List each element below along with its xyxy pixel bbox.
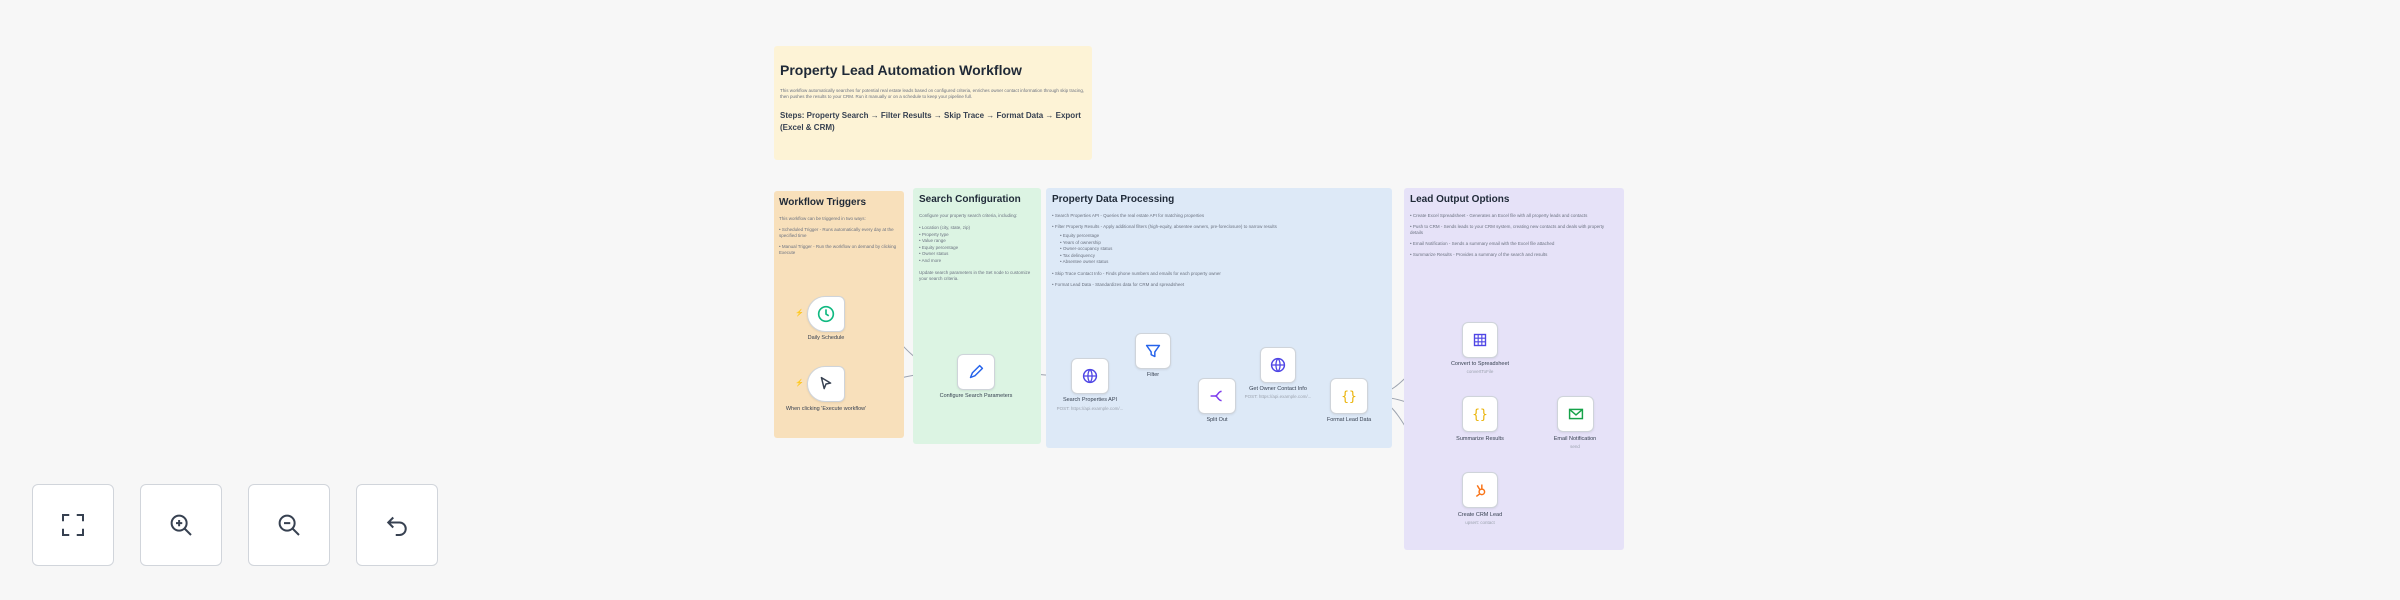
node-search-properties-api[interactable]	[1071, 358, 1109, 394]
node-subtitle: convertToFile	[1466, 369, 1494, 374]
zoom-in-button[interactable]	[140, 484, 222, 566]
list-item: Years of ownership	[1060, 240, 1386, 247]
node-convert-spreadsheet[interactable]	[1462, 322, 1498, 358]
svg-text:{}: {}	[1341, 390, 1356, 405]
node-manual-trigger[interactable]	[807, 366, 845, 402]
node-label: Daily Schedule	[807, 335, 845, 341]
workflow-title: Property Lead Automation Workflow	[780, 62, 1022, 78]
workflow-steps: Steps: Property Search → Filter Results …	[780, 111, 1081, 132]
search-criteria-list: Location (city, state, zip) Property typ…	[919, 225, 1035, 264]
filter-icon	[1145, 344, 1161, 358]
node-label: Filter	[1146, 372, 1160, 378]
node-label: Get Owner Contact Info	[1249, 386, 1307, 392]
node-label: Convert to Spreadsheet	[1450, 361, 1510, 367]
undo-button[interactable]	[356, 484, 438, 566]
output-item: Summarize Results - Provides a summary o…	[1410, 252, 1618, 258]
output-item: Email Notification - Sends a summary ema…	[1410, 241, 1618, 247]
output-item: Create Excel Spreadsheet - Generates an …	[1410, 213, 1618, 219]
node-label: When clicking 'Execute workflow'	[785, 406, 867, 412]
node-subtitle: upsert: contact	[1465, 520, 1495, 525]
node-label: Format Lead Data	[1326, 417, 1372, 423]
node-summarize-results[interactable]: {}	[1462, 396, 1498, 432]
node-email-notification[interactable]	[1557, 396, 1594, 432]
node-subtitle: POST: https://api.example.com/...	[1056, 406, 1124, 411]
code-braces-icon: {}	[1472, 408, 1487, 423]
pencil-icon	[969, 364, 984, 379]
list-item: Owner-occupancy status	[1060, 246, 1386, 253]
search-sticky-note[interactable]: Search Configuration Configure your prop…	[913, 188, 1041, 444]
clock-icon	[817, 305, 835, 323]
triggers-title: Workflow Triggers	[779, 197, 867, 208]
processing-item: Search Properties API - Queries the real…	[1052, 213, 1386, 219]
search-title: Search Configuration	[919, 194, 1021, 205]
filter-criteria-list: Equity percentage Years of ownership Own…	[1060, 233, 1386, 266]
zoom-out-icon	[278, 514, 300, 536]
node-split-out[interactable]	[1198, 378, 1236, 414]
list-item: Value range	[919, 238, 1035, 245]
hubspot-icon	[1475, 484, 1486, 498]
list-item: And more	[919, 258, 1035, 265]
list-item: Equity percentage	[1060, 233, 1386, 240]
list-item: Location (city, state, zip)	[919, 225, 1035, 232]
workflow-description: This workflow automatically searches for…	[780, 88, 1085, 99]
list-item: Property type	[919, 232, 1035, 239]
trigger-bolt-icon: ⚡	[795, 380, 804, 387]
undo-icon	[386, 516, 407, 536]
zoom-to-fit-button[interactable]	[32, 484, 114, 566]
triggers-item: Manual Trigger - Run the workflow on dem…	[779, 244, 899, 256]
code-braces-icon: {}	[1341, 390, 1356, 405]
globe-icon	[1270, 357, 1286, 373]
node-configure-search[interactable]	[957, 354, 995, 390]
output-title: Lead Output Options	[1410, 194, 1510, 205]
svg-text:{}: {}	[1472, 408, 1487, 423]
node-subtitle: send	[1570, 444, 1580, 449]
list-item: Absentee owner status	[1060, 259, 1386, 266]
output-sticky-note[interactable]: Lead Output Options Create Excel Spreads…	[1404, 188, 1624, 550]
node-filter[interactable]	[1135, 333, 1171, 369]
cursor-click-icon	[820, 376, 832, 390]
globe-icon	[1082, 368, 1098, 384]
node-create-crm-lead[interactable]	[1462, 472, 1498, 508]
zoom-to-fit-icon	[62, 514, 84, 536]
search-note: Update search parameters in the Set node…	[919, 270, 1031, 281]
trigger-bolt-icon: ⚡	[795, 310, 804, 317]
processing-item: Format Lead Data - Standardizes data for…	[1052, 282, 1386, 288]
zoom-in-icon	[170, 514, 192, 536]
node-label: Create CRM Lead	[1457, 512, 1503, 518]
node-label: Configure Search Parameters	[939, 393, 1013, 399]
triggers-intro: This workflow can be triggered in two wa…	[779, 216, 866, 221]
node-label: Split Out	[1206, 417, 1228, 423]
node-label: Email Notification	[1553, 436, 1597, 442]
email-icon	[1568, 408, 1583, 420]
table-icon	[1473, 333, 1487, 347]
zoom-out-button[interactable]	[248, 484, 330, 566]
node-format-lead-data[interactable]: {}	[1330, 378, 1368, 414]
triggers-item: Scheduled Trigger - Runs automatically e…	[779, 227, 899, 239]
node-daily-schedule[interactable]	[807, 296, 845, 332]
node-subtitle: POST: https://api.example.com/...	[1244, 394, 1312, 399]
output-item: Push to CRM - Sends leads to your CRM sy…	[1410, 224, 1618, 236]
processing-item: Skip Trace Contact Info - Finds phone nu…	[1052, 271, 1386, 277]
split-icon	[1210, 390, 1222, 402]
node-label: Search Properties API	[1062, 397, 1118, 403]
processing-title: Property Data Processing	[1052, 194, 1175, 205]
intro-sticky-note[interactable]: Property Lead Automation Workflow This w…	[774, 46, 1092, 160]
search-intro: Configure your property search criteria,…	[919, 213, 1018, 218]
processing-item: Filter Property Results - Apply addition…	[1052, 224, 1386, 230]
list-item: Equity percentage	[919, 245, 1035, 252]
node-label: Summarize Results	[1456, 436, 1504, 442]
list-item: Owner status	[919, 251, 1035, 258]
node-owner-contact-info[interactable]	[1260, 347, 1296, 383]
list-item: Tax delinquency	[1060, 253, 1386, 260]
